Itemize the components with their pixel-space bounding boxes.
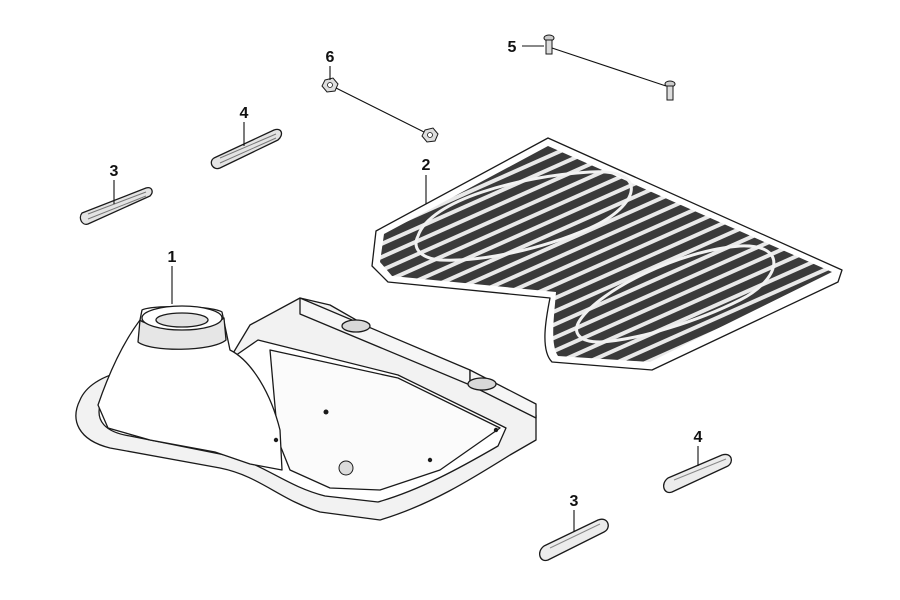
rubber-mat-part	[371, 137, 843, 371]
floor-tray-part	[75, 297, 537, 521]
callout-5: 5	[508, 39, 517, 56]
callout-4-lower: 4	[694, 429, 703, 446]
trim-strip-4-upper	[210, 128, 283, 170]
callout-1: 1	[168, 249, 177, 266]
screw-connection-line	[551, 47, 667, 87]
nut-part-lower	[421, 127, 439, 143]
trim-strip-3-lower	[538, 518, 609, 562]
trim-strip-4-lower	[662, 453, 733, 494]
trim-strip-3-upper	[79, 186, 153, 225]
callout-3-lower: 3	[570, 493, 579, 510]
nut-part-upper	[321, 77, 339, 93]
screw-part-lower	[664, 80, 676, 101]
callout-2: 2	[422, 157, 431, 174]
callout-6: 6	[326, 49, 335, 66]
screw-part-upper	[543, 34, 555, 55]
nut-connection-line	[335, 87, 425, 133]
callout-4-upper: 4	[240, 105, 249, 122]
callout-3-upper: 3	[110, 163, 119, 180]
